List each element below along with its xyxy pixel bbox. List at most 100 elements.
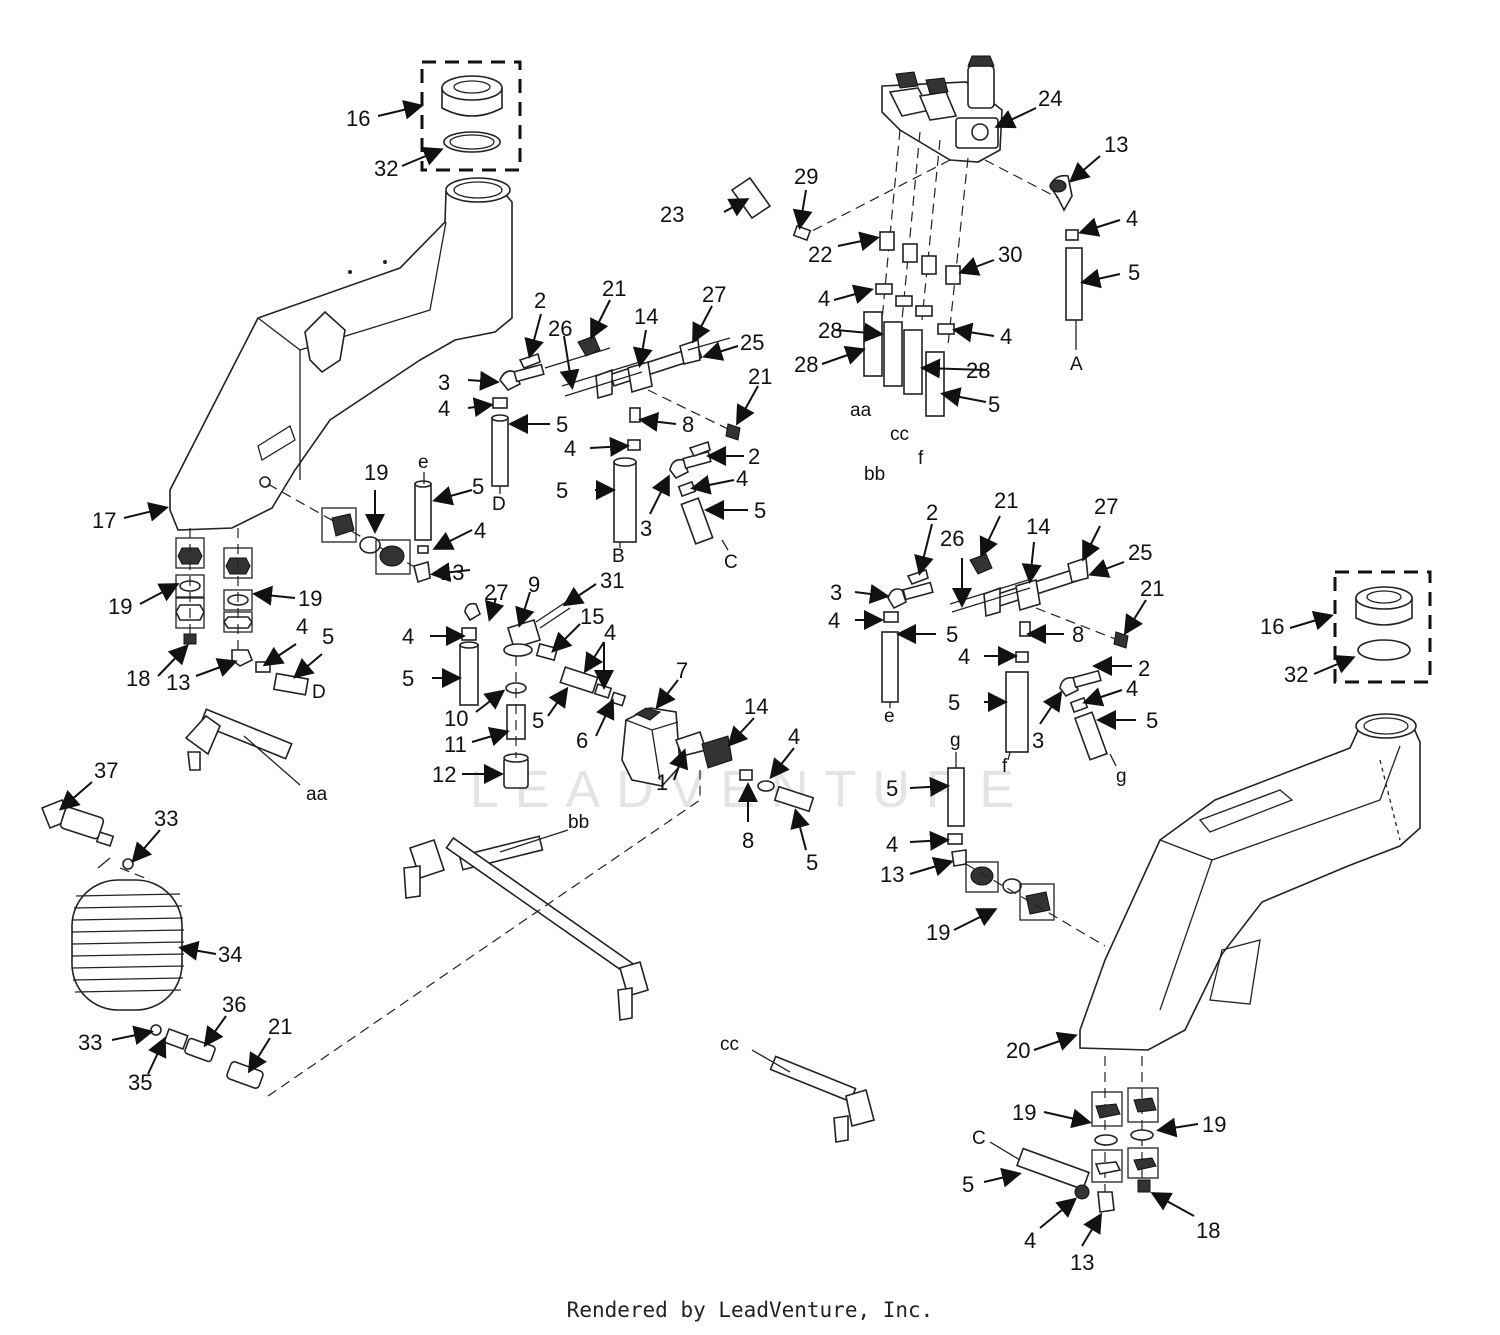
callout-4c: 4 bbox=[736, 466, 748, 491]
connection-A: A bbox=[1070, 354, 1083, 375]
callout-4m: 4 bbox=[958, 644, 970, 669]
callout-19f: 19 bbox=[1202, 1112, 1226, 1137]
callout-6: 6 bbox=[576, 728, 588, 753]
connection-cc: cc bbox=[890, 424, 909, 445]
callout-8c: 8 bbox=[1072, 622, 1084, 647]
callout-11: 11 bbox=[444, 732, 467, 757]
right-tank-drain-fittings bbox=[1016, 1056, 1159, 1213]
callout-4e: 4 bbox=[296, 614, 308, 639]
callout-31: 31 bbox=[600, 568, 624, 593]
callout-5: 5 bbox=[556, 412, 568, 437]
callout-2b: 2 bbox=[748, 444, 760, 469]
callout-19e: 19 bbox=[1012, 1100, 1036, 1125]
connection-bb: bb bbox=[864, 464, 885, 485]
gasket-ring-right bbox=[1357, 639, 1411, 661]
callout-labels: 1 2 2 2 2 3 3 3 3 4 4 4 4 4 4 4 4 4 4 4 … bbox=[78, 86, 1308, 1275]
callout-23: 23 bbox=[660, 202, 684, 227]
callout-16b: 16 bbox=[1260, 614, 1284, 639]
callout-27: 27 bbox=[702, 282, 726, 307]
connection-C: C bbox=[724, 552, 738, 573]
callout-19d: 19 bbox=[926, 920, 950, 945]
callout-8b: 8 bbox=[742, 828, 754, 853]
callout-5h: 5 bbox=[806, 850, 818, 875]
callout-19b: 19 bbox=[298, 586, 322, 611]
callout-5b: 5 bbox=[556, 478, 568, 503]
tank-cap-right bbox=[1355, 586, 1413, 626]
callout-35: 35 bbox=[128, 1070, 152, 1095]
callout-13b: 13 bbox=[166, 670, 190, 695]
callout-3d: 3 bbox=[1032, 728, 1044, 753]
callout-5i: 5 bbox=[1128, 260, 1140, 285]
callout-3c: 3 bbox=[830, 580, 842, 605]
callout-21d: 21 bbox=[1140, 576, 1164, 601]
callout-14c: 14 bbox=[1026, 514, 1050, 539]
connection-D: D bbox=[492, 494, 506, 515]
callout-5k: 5 bbox=[946, 622, 958, 647]
callout-20: 20 bbox=[1006, 1038, 1030, 1063]
left-valve-assembly bbox=[491, 335, 741, 545]
connection-g: g bbox=[1116, 766, 1127, 787]
callout-26: 26 bbox=[548, 316, 572, 341]
left-tank-drain-fittings bbox=[175, 528, 310, 696]
connection-B: B bbox=[612, 546, 625, 567]
callout-12: 12 bbox=[432, 762, 456, 787]
callout-21b: 21 bbox=[748, 364, 772, 389]
callout-5f: 5 bbox=[402, 666, 414, 691]
callout-4n: 4 bbox=[1126, 676, 1138, 701]
connection-bb2: bb bbox=[568, 812, 589, 833]
callout-32b: 32 bbox=[1284, 662, 1308, 687]
callout-4f: 4 bbox=[402, 624, 414, 649]
right-valve-assembly bbox=[881, 553, 1129, 947]
callout-21e: 21 bbox=[268, 1014, 292, 1039]
callout-1: 1 bbox=[656, 770, 668, 795]
callout-19: 19 bbox=[108, 594, 132, 619]
connection-cc2: cc bbox=[720, 1034, 739, 1055]
callout-5d: 5 bbox=[472, 474, 484, 499]
callout-30: 30 bbox=[998, 242, 1022, 267]
callout-27b: 27 bbox=[484, 580, 508, 605]
callout-13: 13 bbox=[440, 560, 464, 585]
callout-2: 2 bbox=[534, 288, 546, 313]
callout-4l: 4 bbox=[828, 608, 840, 633]
callout-5m: 5 bbox=[1146, 708, 1158, 733]
callout-37: 37 bbox=[94, 758, 118, 783]
callout-16: 16 bbox=[346, 106, 370, 131]
callout-2c: 2 bbox=[926, 500, 938, 525]
callout-4o: 4 bbox=[886, 832, 898, 857]
callout-15: 15 bbox=[580, 604, 604, 629]
callout-29: 29 bbox=[794, 164, 818, 189]
callout-7: 7 bbox=[676, 658, 688, 683]
callout-9: 9 bbox=[528, 572, 540, 597]
callout-25: 25 bbox=[740, 330, 764, 355]
callout-13d: 13 bbox=[880, 862, 904, 887]
callout-4: 4 bbox=[438, 396, 450, 421]
callout-8: 8 bbox=[682, 412, 694, 437]
callout-34: 34 bbox=[218, 942, 242, 967]
callout-5c: 5 bbox=[754, 498, 766, 523]
callout-4j: 4 bbox=[1126, 206, 1138, 231]
left-side-fittings bbox=[267, 480, 432, 584]
callout-10: 10 bbox=[444, 706, 468, 731]
callout-26b: 26 bbox=[940, 526, 964, 551]
callout-14: 14 bbox=[634, 304, 658, 329]
callout-21: 21 bbox=[602, 276, 626, 301]
callout-28b: 28 bbox=[794, 352, 818, 377]
right-tank bbox=[1079, 713, 1421, 1051]
callout-5g: 5 bbox=[532, 708, 544, 733]
connection-f2: f bbox=[1002, 756, 1008, 777]
callout-3: 3 bbox=[438, 370, 450, 395]
callout-4d: 4 bbox=[474, 518, 486, 543]
hose-coil bbox=[40, 770, 701, 1097]
connection-aa2: aa bbox=[306, 784, 328, 805]
manifold-assembly bbox=[730, 55, 1083, 417]
callout-13c: 13 bbox=[1104, 132, 1128, 157]
callout-2d: 2 bbox=[1138, 656, 1150, 681]
callout-4b: 4 bbox=[564, 436, 576, 461]
callout-4p: 4 bbox=[1024, 1228, 1036, 1253]
callout-18b: 18 bbox=[1196, 1218, 1220, 1243]
callout-17: 17 bbox=[92, 508, 116, 533]
callout-13e: 13 bbox=[1070, 1250, 1094, 1275]
connection-C2: C bbox=[972, 1128, 986, 1149]
callout-5j: 5 bbox=[988, 392, 1000, 417]
